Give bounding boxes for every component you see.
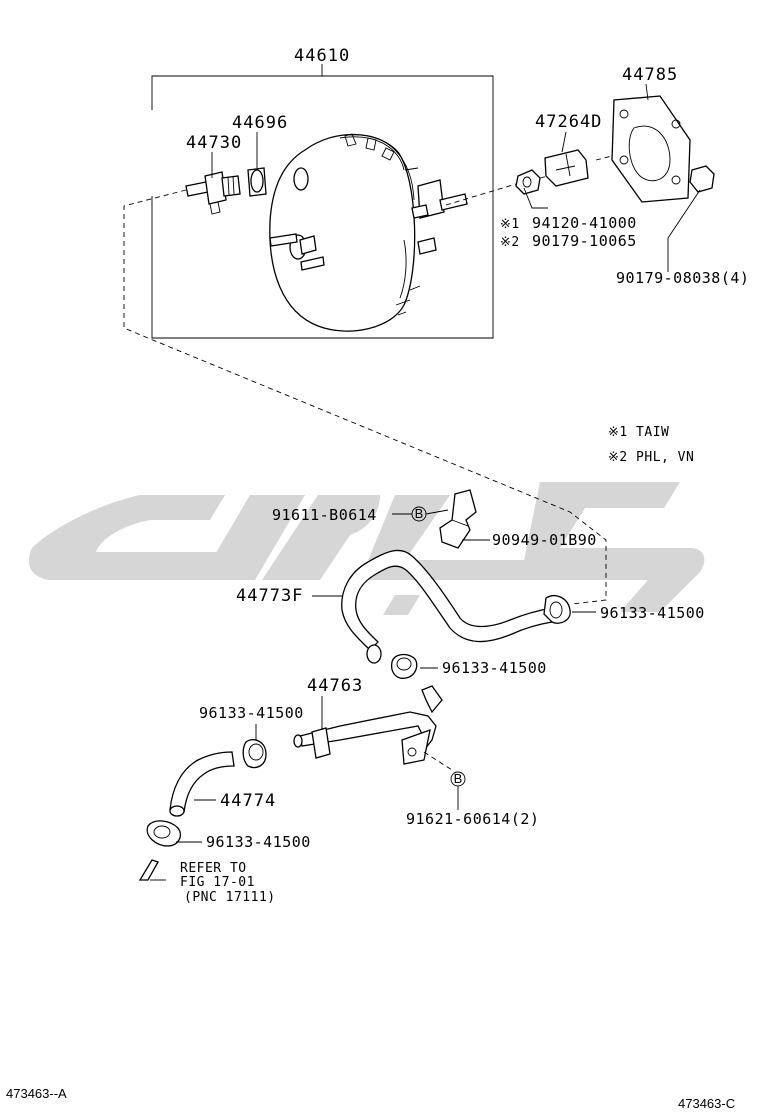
svg-text:B: B [415, 506, 424, 521]
label-47264d: 47264D [535, 112, 602, 132]
label-90179-10065: 90179-10065 [532, 232, 637, 250]
hose-clip-upper-left [242, 739, 267, 769]
gasket [611, 95, 691, 203]
vacuum-pipe [293, 685, 443, 765]
label-90179-08038: 90179-08038(4) [616, 269, 749, 287]
refer-line3: (PNC 17111) [184, 890, 276, 905]
note-ref2: ※2 PHL, VN [608, 450, 694, 465]
label-91621-60614: 91621-60614(2) [406, 810, 539, 828]
hose-44774 [169, 751, 235, 817]
hose-clip-right [543, 595, 571, 624]
note-ref1: ※1 TAIW [608, 425, 669, 440]
clamp-bracket [544, 149, 589, 187]
marker-ref1: ※1 [500, 217, 520, 232]
label-96133-upper-left: 96133-41500 [199, 704, 304, 722]
label-44730: 44730 [186, 133, 242, 153]
booster-box [151, 75, 494, 339]
nut-90179 [689, 165, 715, 193]
diagram-code-left: 473463--A [6, 1086, 67, 1101]
leader-lines [176, 64, 701, 843]
label-44696: 44696 [232, 113, 288, 133]
refer-pipe [138, 859, 166, 881]
label-44774: 44774 [220, 791, 276, 811]
marker-ref2: ※2 [500, 235, 520, 250]
label-96133-lower-left: 96133-41500 [206, 833, 311, 851]
label-44610: 44610 [294, 46, 350, 66]
label-96133-mid: 96133-41500 [442, 659, 547, 677]
refer-line1: REFER TO [180, 861, 247, 876]
refer-line2: FIG 17-01 [180, 875, 255, 890]
hose-clip-mid [390, 653, 418, 679]
label-44785: 44785 [622, 65, 678, 85]
label-96133-right: 96133-41500 [600, 604, 705, 622]
svg-text:B: B [454, 771, 463, 786]
hose-clamp-90949 [439, 489, 477, 549]
bolt-marker-lower: B [450, 771, 466, 787]
flange-nut [515, 169, 541, 195]
bolt-marker-upper: B [411, 506, 427, 522]
label-94120-41000: 94120-41000 [532, 214, 637, 232]
diagram-code-right: 473463-C [678, 1096, 735, 1111]
hose-clip-lower-left [146, 820, 182, 847]
label-44763: 44763 [307, 676, 363, 696]
label-91611-b0614: 91611-B0614 [272, 506, 377, 524]
union-check-valve [185, 171, 241, 215]
check-valve-grommet [247, 167, 267, 197]
label-90949-01b90: 90949-01B90 [492, 531, 597, 549]
brake-booster [269, 133, 468, 332]
watermark-logo [28, 482, 705, 615]
label-44773f: 44773F [236, 586, 303, 606]
dashed-guides [123, 155, 613, 771]
